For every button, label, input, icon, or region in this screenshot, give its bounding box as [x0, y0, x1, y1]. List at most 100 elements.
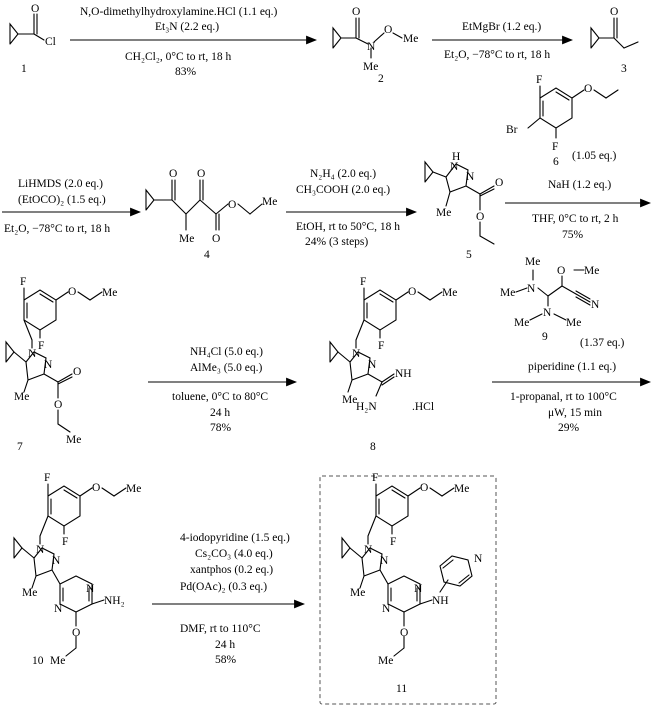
- atom-label: Me: [350, 587, 365, 599]
- atom-label: N: [466, 171, 475, 183]
- atom-label: O: [384, 24, 392, 36]
- product-highlight-box: [319, 475, 497, 705]
- atom-label: O: [352, 6, 360, 18]
- step8-reagent-1: 4-iodopyridine (1.5 eq.): [180, 532, 290, 544]
- atom-label: O: [400, 627, 408, 639]
- atom-label: O: [610, 6, 618, 18]
- atom-label: O: [92, 482, 100, 494]
- atom-label: N: [474, 553, 483, 565]
- atom-label: O: [212, 233, 220, 245]
- atom-label: O: [584, 83, 592, 95]
- step3-conditions: Et₂O, −78°C to rt, 18 h: [4, 223, 110, 235]
- atom-label: N: [52, 555, 61, 567]
- step7-yield: 29%: [558, 422, 580, 434]
- atom-label: N: [591, 299, 600, 311]
- step5-yield: 75%: [562, 229, 584, 241]
- atom-label: N: [414, 583, 423, 595]
- step8-conditions-1: DMF, rt to 110°C: [180, 623, 261, 635]
- compound-11-structure: F O Me F N N Me N N NH N O Me: [341, 472, 483, 667]
- step4-reagent-1: N₂H₄ (2.0 eq.): [310, 168, 376, 180]
- compound-number: 5: [466, 249, 472, 261]
- atom-label: O: [197, 168, 205, 180]
- atom-label: F: [38, 340, 44, 352]
- step7-conditions-1: 1-propanal, rt to 100°C: [510, 391, 617, 403]
- atom-label: Me: [14, 391, 29, 403]
- step6-reagent-2: AlMe₃ (5.0 eq.): [190, 362, 263, 374]
- compound-2-structure: O N O Me Me: [332, 6, 418, 73]
- compound-number: 2: [378, 73, 384, 85]
- atom-label: F: [552, 141, 558, 153]
- step2-conditions: Et₂O, −78°C to rt, 18 h: [444, 49, 550, 61]
- atom-label: O: [31, 3, 39, 15]
- step2-reagent-1: EtMgBr (1.2 eq.): [462, 21, 541, 33]
- step5-reagent-2: NaH (1.2 eq.): [548, 179, 611, 191]
- compound-number: 10: [32, 655, 44, 667]
- atom-label: NH: [432, 595, 449, 607]
- compound-number: 3: [621, 63, 627, 75]
- step8-yield: 58%: [215, 654, 237, 666]
- step7-conditions-2: μW, 15 min: [548, 407, 602, 419]
- step6-conditions-1: toluene, 0°C to 80°C: [172, 391, 268, 403]
- atom-label: Me: [102, 287, 117, 299]
- compound-number: 7: [17, 441, 23, 453]
- atom-label: O: [54, 399, 62, 411]
- atom-label: F: [44, 472, 50, 484]
- atom-label: Me: [584, 265, 599, 277]
- atom-label: O: [73, 366, 81, 378]
- atom-label: N: [36, 544, 45, 556]
- atom-label: N: [380, 555, 389, 567]
- compound-number: 9: [542, 331, 548, 343]
- step8-reagent-3: xantphos (0.2 eq.): [190, 564, 273, 576]
- step5-conditions: THF, 0°C to rt, 2 h: [532, 213, 619, 225]
- atom-label: F: [360, 276, 366, 288]
- atom-label: NH₂: [104, 595, 125, 607]
- atom-label: F: [372, 472, 378, 484]
- atom-label: Me: [363, 61, 378, 73]
- atom-label: N: [543, 307, 552, 319]
- step7-reagent-1: piperidine (1.1 eq.): [528, 361, 616, 373]
- atom-label: H: [452, 151, 460, 163]
- atom-label: Br: [506, 124, 518, 136]
- atom-label: O: [495, 177, 503, 189]
- atom-label: Me: [342, 394, 357, 406]
- step6-conditions-2: 24 h: [210, 407, 230, 419]
- atom-label: Me: [262, 196, 277, 208]
- step4-yield: 24% (3 steps): [305, 236, 368, 248]
- step5-reagent-1: (1.05 eq.): [572, 150, 617, 162]
- atom-label: F: [20, 276, 26, 288]
- compound-number: 11: [396, 683, 407, 695]
- atom-label: N: [450, 161, 459, 173]
- compound-8-structure: F O Me F N N NH Me H₂N .HCl: [329, 276, 457, 413]
- step8-reagent-4: Pd(OAc)₂ (0.3 eq.): [180, 581, 267, 593]
- step8-reagent-2: Cs₂CO₃ (4.0 eq.): [195, 548, 273, 560]
- step1-reagent-2: Et₃N (2.2 eq.): [155, 21, 219, 33]
- atom-label: O: [476, 211, 484, 223]
- atom-label: NH: [395, 368, 412, 380]
- atom-label: Cl: [45, 36, 56, 48]
- atom-label: F: [378, 340, 384, 352]
- atom-label: O: [408, 286, 416, 298]
- compound-9-equivalents: (1.37 eq.): [580, 337, 625, 349]
- step3-reagent-2: (EtOCO)₂ (1.5 eq.): [18, 194, 106, 206]
- step3-reagent-1: LiHMDS (2.0 eq.): [18, 178, 103, 190]
- step1-yield: 83%: [175, 66, 197, 78]
- atom-label: F: [62, 536, 68, 548]
- atom-label: N: [352, 348, 361, 360]
- atom-label: N: [364, 544, 373, 556]
- step6-reagent-1: NH₄Cl (5.0 eq.): [190, 346, 263, 358]
- atom-label: H₂N: [356, 401, 377, 413]
- step8-conditions-2: 24 h: [215, 639, 235, 651]
- atom-label: Me: [66, 434, 81, 446]
- atom-label: N: [44, 359, 53, 371]
- atom-label: Me: [179, 233, 194, 245]
- step4-reagent-2: CH₃COOH (2.0 eq.): [296, 184, 390, 196]
- atom-label: Me: [378, 655, 393, 667]
- atom-label: N: [28, 348, 37, 360]
- step6-yield: 78%: [210, 422, 232, 434]
- atom-label: Me: [500, 287, 515, 299]
- atom-label: Me: [436, 207, 451, 219]
- atom-label: Me: [454, 483, 469, 495]
- atom-label: Me: [514, 317, 529, 329]
